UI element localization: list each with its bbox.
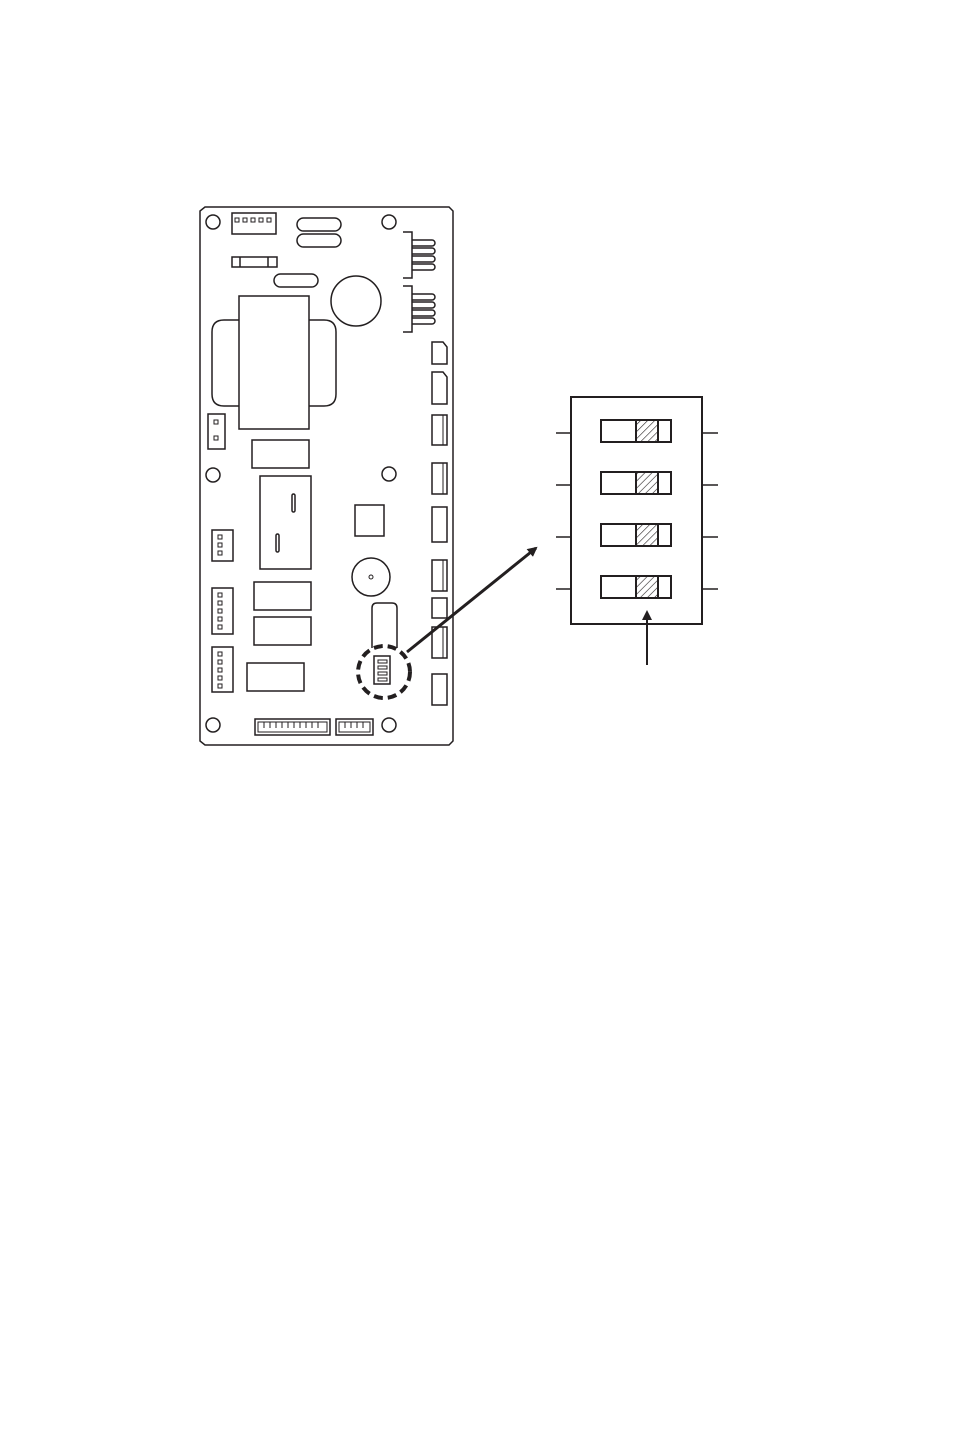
left-connector-2pin [208,414,225,449]
mounting-hole [206,468,220,482]
capacitor [331,276,381,326]
oval-component [297,234,341,247]
right-connector [432,342,447,364]
right-connector [432,674,447,705]
dip-switch-4 [556,576,718,598]
right-connector [432,598,447,618]
right-connector [432,463,447,494]
relay [252,440,309,468]
relay [247,663,304,691]
ic-chip [355,505,384,536]
oval-component [274,274,318,287]
dip-switch-detail-frame [571,397,702,624]
bottom-connector-short [336,719,373,735]
dip-switch-3 [556,524,718,546]
left-connector-5pin [212,588,233,634]
fuse-holder [232,257,277,267]
mounting-hole [382,467,396,481]
dip-switch-1 [556,420,718,442]
heatsink-upper [403,232,435,278]
dip-switch-highlight [358,646,410,698]
mounting-hole [206,215,220,229]
relay [254,582,311,610]
bottom-connector-long [255,719,330,735]
top-power-connector [232,213,276,234]
heatsink-lower [403,286,435,332]
right-connector [432,507,447,542]
dip-switch-2 [556,472,718,494]
relay [254,617,311,645]
right-connector [432,372,447,404]
callout-arrow [407,546,538,652]
slot-component [372,603,397,648]
right-connector [432,415,447,445]
pcb-board-outline [200,207,453,745]
left-connector-3pin [212,530,233,561]
mounting-hole [382,718,396,732]
left-connector-5pin-lower [212,647,233,692]
dip-switch-onboard [374,656,390,684]
right-connector [432,560,447,591]
buzzer [352,558,390,596]
mounting-hole [382,215,396,229]
oval-component [297,218,341,231]
mounting-hole [206,718,220,732]
relay-large [260,476,311,569]
transformer [212,296,336,429]
